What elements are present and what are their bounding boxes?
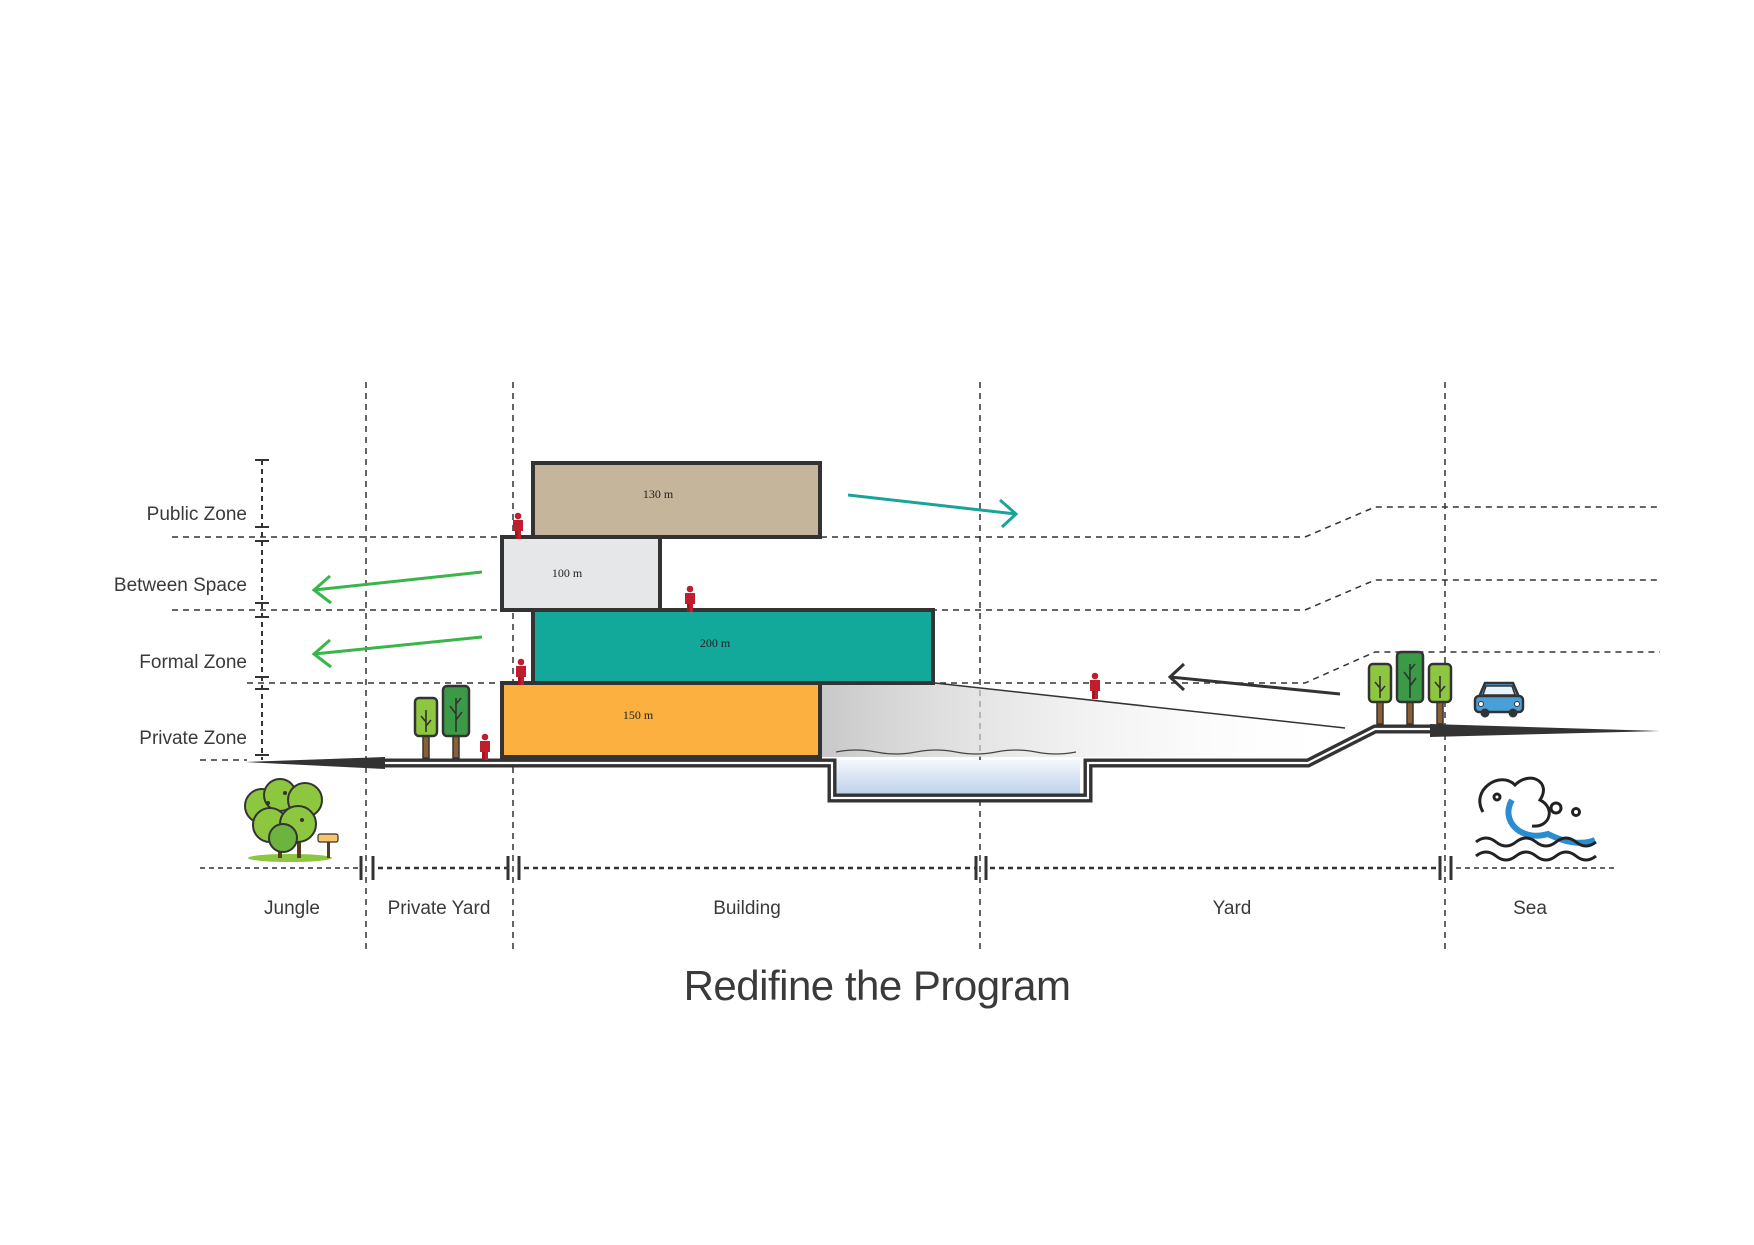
pool xyxy=(835,749,1080,797)
block-150m xyxy=(500,681,822,759)
section-label-sea: Sea xyxy=(1513,898,1547,919)
ramp-line xyxy=(934,682,1346,729)
building-stack: 130 m 100 m 200 m 150 m xyxy=(500,461,935,759)
zone-label-private: Private Zone xyxy=(139,728,247,749)
tree-icon xyxy=(1367,662,1393,726)
block-200m xyxy=(531,608,935,685)
zone-label-public: Public Zone xyxy=(146,504,247,525)
sea-wave-icon xyxy=(1475,776,1597,862)
block-130m xyxy=(531,461,822,539)
block-130m-label: 130 m xyxy=(643,487,674,501)
ground xyxy=(245,724,1660,803)
signpost-icon xyxy=(317,833,339,858)
section-label-yard: Yard xyxy=(1212,898,1252,919)
block-150m-label: 150 m xyxy=(623,708,654,722)
block-100m-label: 100 m xyxy=(552,566,583,580)
between-level-line xyxy=(172,579,1660,611)
section-label-private-yard: Private Yard xyxy=(387,898,491,919)
zone-dimension-bar xyxy=(255,459,269,760)
tree-icon xyxy=(413,696,439,760)
diagram-title: Redifine the Program xyxy=(683,962,1071,1009)
tree-icon xyxy=(1427,662,1453,726)
person-icon xyxy=(480,733,490,760)
public-arrow xyxy=(847,493,1019,529)
tree-icon xyxy=(1395,650,1425,726)
person-icon xyxy=(1090,672,1100,699)
zone-label-between: Between Space xyxy=(113,575,247,596)
between-arrow xyxy=(311,570,483,605)
section-label-jungle: Jungle xyxy=(264,898,320,919)
public-level-line xyxy=(172,506,1660,538)
jungle-bush-icon xyxy=(244,778,332,862)
car-icon xyxy=(1473,681,1525,718)
block-200m-label: 200 m xyxy=(700,636,731,650)
ramp-shade xyxy=(820,683,1345,757)
section-dimension-line xyxy=(200,856,1615,880)
zone-label-formal: Formal Zone xyxy=(139,652,247,673)
block-100m xyxy=(500,535,662,612)
approach-arrow xyxy=(1167,662,1341,696)
formal-arrow xyxy=(311,635,483,669)
section-dividers xyxy=(365,382,1446,950)
section-label-building: Building xyxy=(713,898,781,919)
tree-icon xyxy=(441,684,471,760)
